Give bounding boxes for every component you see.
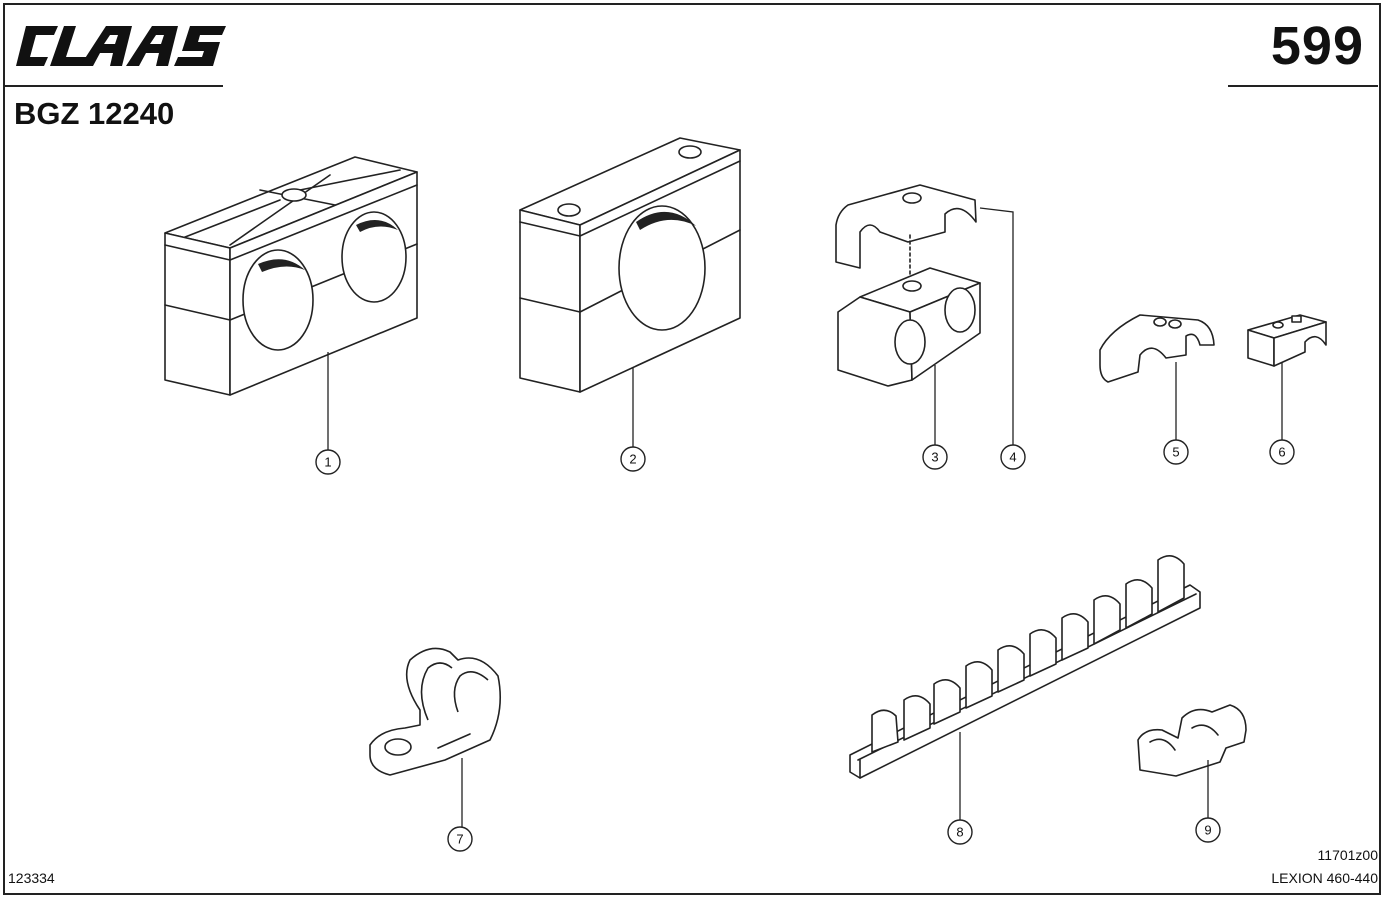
drawing-frame — [3, 3, 1381, 895]
svg-text:6: 6 — [1278, 445, 1285, 460]
page-number-underline — [1228, 85, 1378, 87]
callout-5: 5 — [1163, 439, 1189, 465]
part-7-p-clip — [369, 647, 502, 776]
machine-model: LEXION 460-440 — [1271, 870, 1378, 886]
part-8-clip-rail — [849, 555, 1201, 779]
svg-text:1: 1 — [324, 455, 331, 470]
part-6-small-clip — [1247, 314, 1327, 367]
svg-text:9: 9 — [1204, 823, 1211, 838]
svg-text:8: 8 — [956, 825, 963, 840]
page-number: 599 — [1270, 16, 1364, 76]
part-2-single-clamp-block — [519, 137, 741, 393]
drawing-reference-code: 11701z00 — [1317, 847, 1378, 863]
callout-4: 4 — [1000, 444, 1026, 470]
claas-logo — [16, 26, 226, 66]
svg-text:5: 5 — [1172, 445, 1179, 460]
leader-lines — [327, 207, 1283, 827]
part-3-lower-clamp-block — [837, 267, 981, 387]
group-code: BGZ 12240 — [14, 96, 175, 131]
part-9-double-clip — [1137, 704, 1247, 777]
svg-text:3: 3 — [931, 450, 938, 465]
svg-text:7: 7 — [456, 832, 463, 847]
callout-7: 7 — [447, 826, 473, 852]
callout-9: 9 — [1195, 817, 1221, 843]
part-5-clip — [1099, 314, 1215, 383]
callout-1: 1 — [315, 449, 341, 475]
part-4-upper-clamp-half — [835, 184, 977, 286]
callout-8: 8 — [947, 819, 973, 845]
callout-6: 6 — [1269, 439, 1295, 465]
svg-text:4: 4 — [1009, 450, 1016, 465]
svg-text:2: 2 — [629, 452, 636, 467]
part-1-twin-clamp-block — [164, 156, 418, 396]
logo-underline — [3, 85, 223, 87]
callout-2: 2 — [620, 446, 646, 472]
drawing-reference-left: 123334 — [8, 870, 55, 886]
callout-3: 3 — [922, 444, 948, 470]
